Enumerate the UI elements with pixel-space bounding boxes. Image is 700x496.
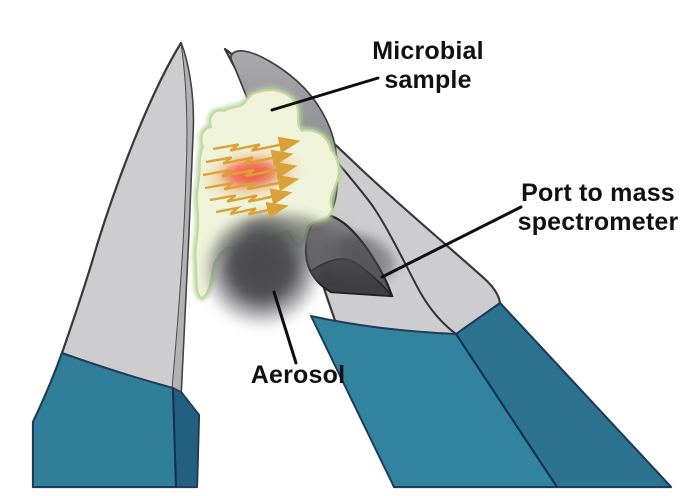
leader-line-microbial-sample (270, 76, 380, 112)
laser-arrow (209, 188, 293, 205)
laser-excitation-arrows (202, 136, 301, 219)
laser-arrow (204, 174, 300, 192)
left-probe (31, 41, 201, 489)
right-probe-teal-right-face (455, 302, 672, 488)
leader-lines (270, 76, 523, 365)
right-probe-fold-line (333, 157, 457, 335)
right-probe-teal-fold-line (455, 333, 558, 488)
aerosol-cloud (205, 213, 396, 329)
leader-line-aerosol (272, 290, 298, 365)
aerosol-wisp-port (340, 234, 396, 278)
leader-line-port (380, 205, 523, 279)
left-probe-teal-fold-line (172, 387, 177, 488)
label-aerosol: Aerosol (250, 361, 346, 389)
laser-arrow (202, 161, 298, 179)
left-probe-teal-side (172, 387, 200, 488)
laser-arrow (205, 149, 294, 167)
laser-arrow (212, 136, 301, 154)
laser-arrow (215, 202, 289, 219)
label-microbial-sample: Microbial sample (372, 37, 484, 94)
label-port-to-mass-spectrometer: Port to mass spectrometer (517, 179, 679, 236)
right-probe-teal-left-face (310, 315, 558, 488)
